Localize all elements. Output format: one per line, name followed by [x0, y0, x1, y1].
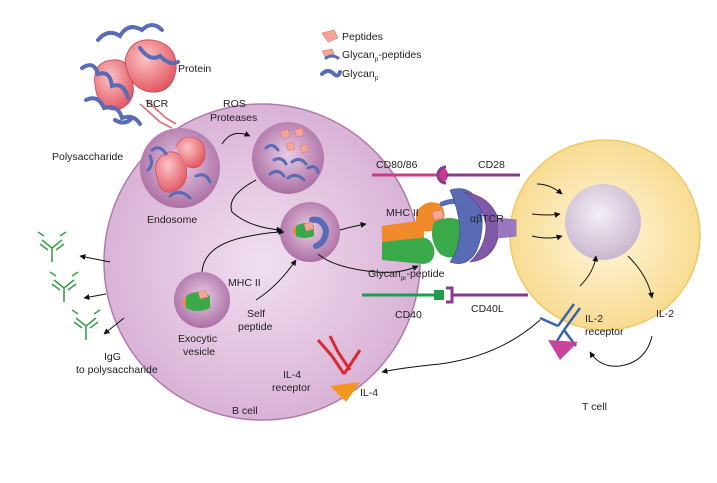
il2-cytokine-icon [548, 340, 578, 360]
ros-label: ROS [223, 98, 246, 110]
il2-receptor [539, 303, 582, 360]
mhc2-top-label: MHC II [386, 207, 419, 219]
il4-label: IL-4 [360, 387, 378, 399]
endosome [140, 128, 220, 208]
cd80-label: CD80/86 [376, 159, 418, 171]
igg-label-2: to polysaccharide [76, 364, 158, 376]
il4-arrow [381, 319, 541, 374]
il4-cytokine-icon [330, 382, 360, 402]
endosome-label: Endosome [147, 214, 197, 226]
legend-peptides-label: Peptides [342, 31, 383, 43]
antigen-protein-polysaccharide [80, 23, 180, 126]
igg-antibody-1-icon [37, 231, 67, 262]
igg-antibodies [37, 231, 125, 340]
igg-antibody-3-icon [71, 309, 101, 340]
il4-receptor-label-2: receptor [272, 382, 311, 394]
mhc-loading-vesicle [280, 202, 340, 262]
legend: Peptides Glycanp-peptides Glycanp [320, 29, 422, 82]
polysaccharide-label: Polysaccharide [52, 151, 123, 163]
b-cell-label: B cell [232, 405, 258, 417]
il2-receptor-label-1: IL-2 [585, 313, 603, 325]
t-cell-arrows [531, 183, 654, 367]
bcr-receptor [139, 99, 177, 129]
t-cell-nucleus [565, 184, 641, 260]
svg-text:Glycanp-peptides: Glycanp-peptides [342, 49, 422, 63]
legend-glycan-peptides-label: Glycan [342, 49, 375, 61]
self-label: Self [247, 308, 265, 320]
glycan-peptide-label: Glycan [368, 268, 401, 280]
protein-label: Protein [178, 63, 211, 75]
mhc2-bottom-label: MHC II [228, 277, 261, 289]
svg-text:Glycanp: Glycanp [342, 68, 379, 82]
degradation-vesicle [252, 122, 324, 194]
legend-glycan-icon [320, 69, 342, 78]
cd40l-label: CD40L [471, 303, 504, 315]
igg-label-1: IgG [104, 351, 121, 363]
legend-glycan-label: Glycan [342, 68, 375, 80]
proteases-label: Proteases [210, 112, 257, 124]
igg-antibody-2-icon [49, 271, 79, 302]
il4-receptor-label-1: IL-4 [283, 369, 301, 381]
abtcr-label: αβTCR [470, 213, 504, 225]
cd80-cd28-pair [372, 165, 520, 185]
cd40-cd40l-pair [362, 286, 528, 304]
cd28-label: CD28 [478, 159, 505, 171]
cd40-label: CD40 [395, 309, 422, 321]
svg-text:Glycanpr-peptide: Glycanpr-peptide [368, 268, 445, 282]
t-cell [509, 139, 701, 331]
bcr-label: BCR [146, 98, 169, 110]
legend-peptide-icon [321, 29, 339, 43]
vesicle-label: vesicle [183, 346, 215, 358]
il2-receptor-label-2: receptor [585, 326, 624, 338]
il2-label: IL-2 [656, 308, 674, 320]
mhc-tcr-complex [382, 188, 517, 264]
il4-receptor [316, 335, 362, 402]
peptide-label: peptide [238, 321, 273, 333]
internal-arrows [201, 131, 419, 301]
exocytic-label: Exocytic [178, 333, 217, 345]
exocytic-vesicle [174, 272, 230, 328]
t-cell-label: T cell [582, 401, 607, 413]
